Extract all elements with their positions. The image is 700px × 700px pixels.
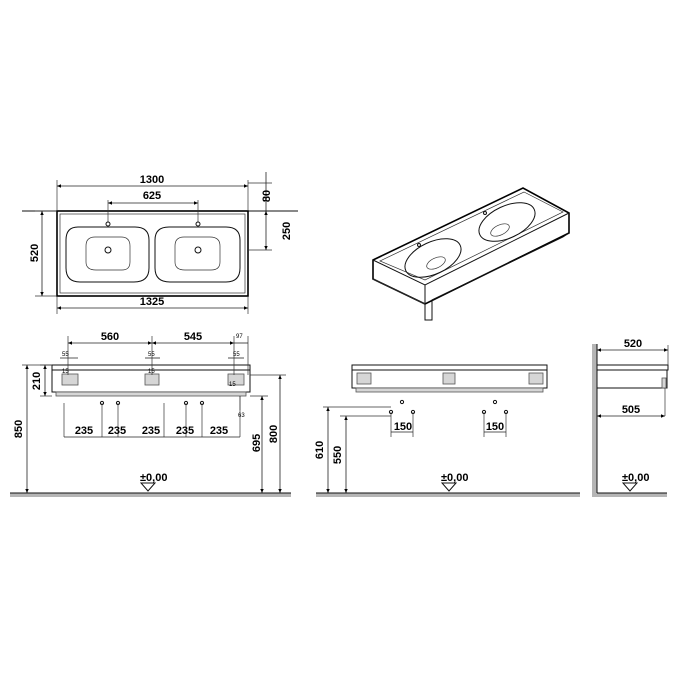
left-bowl-basin (85, 236, 131, 271)
iso-drawer-side (424, 232, 570, 321)
dim-label-bracket-left-a: 55 (62, 352, 69, 358)
floor-level-label: ±0,00 (622, 472, 649, 484)
wall-hatch (592, 344, 597, 497)
dim-label-560: 560 (101, 331, 119, 343)
iso-left-bowl (404, 238, 462, 278)
dim-label-210: 210 (31, 372, 43, 390)
dim-label-235-2: 235 (108, 425, 126, 437)
bracket-center-icon (442, 372, 456, 385)
floor-level-label: ±0,00 (441, 472, 468, 484)
dim-label-235-3: 235 (142, 425, 160, 437)
level-marker-icon (139, 482, 157, 492)
left-drain-icon (104, 246, 112, 254)
dim-label-bracket-center-b: 15 (148, 369, 155, 375)
basin-outline (56, 210, 249, 297)
bracket-right-icon (528, 372, 544, 385)
right-bowl (154, 226, 241, 283)
front-view: 560 545 97 55 15 55 15 55 15 210 63 235 … (10, 331, 291, 497)
dim-label-150-right: 150 (486, 421, 504, 433)
basin-inner-edge (59, 213, 246, 294)
dim-label-235-5: 235 (210, 425, 228, 437)
dim-label-overall-width: 1300 (140, 174, 164, 186)
bracket-left-icon (61, 373, 79, 386)
dim-label-bracket-right-a: 55 (233, 352, 240, 358)
iso-body-outline (372, 187, 570, 305)
dim-label-inner-depth: 505 (622, 404, 640, 416)
dim-label-bracket-center-a: 55 (148, 352, 155, 358)
right-bowl-basin (174, 236, 221, 271)
side-cabinet (596, 369, 668, 389)
iso-right-drain-icon (490, 223, 510, 237)
dim-label-550: 550 (332, 446, 344, 464)
floor-hatch (10, 493, 291, 497)
bracket-right-icon (227, 373, 245, 386)
dim-label-basin-offset: 250 (281, 222, 293, 240)
dim-label-63: 63 (238, 413, 245, 419)
front-drawer-bottom (55, 391, 247, 397)
bracket-center-icon (144, 373, 160, 386)
bracket-left-icon (356, 372, 372, 385)
dim-label-610: 610 (314, 441, 326, 459)
dim-label-695: 695 (251, 434, 263, 452)
side-view: 520 505 ±0,00 (592, 338, 669, 497)
middle-view: 150 150 610 550 ±0,00 (314, 364, 580, 497)
right-drain-icon (194, 246, 202, 254)
iso-right-bowl (478, 202, 536, 242)
dim-label-tap-spacing: 625 (143, 190, 161, 202)
iso-counter-top (379, 191, 564, 281)
dim-label-235-1: 235 (75, 425, 93, 437)
iso-left-drain-icon (426, 256, 446, 270)
middle-top-slab (351, 364, 548, 371)
dim-label-545: 545 (184, 331, 202, 343)
dim-label-800: 800 (268, 425, 280, 443)
dim-label-outer-width: 1325 (140, 296, 164, 308)
dim-label-97: 97 (236, 334, 243, 340)
side-top-slab (596, 364, 669, 371)
isometric-view (372, 187, 570, 321)
dim-label-bracket-right-b: 15 (229, 382, 236, 388)
floor-level-label: ±0,00 (140, 472, 167, 484)
dim-label-235-4: 235 (176, 425, 194, 437)
dim-label-depth: 520 (29, 244, 41, 262)
level-marker-icon (621, 482, 639, 492)
level-marker-icon (440, 482, 458, 492)
dim-label-side-depth: 520 (624, 338, 642, 350)
dim-label-850: 850 (13, 420, 25, 438)
right-tap-hole-icon (195, 221, 201, 227)
top-view: 1300 625 80 250 520 1325 (22, 172, 298, 314)
dim-label-bracket-left-b: 15 (62, 369, 69, 375)
left-bowl (65, 226, 150, 283)
left-tap-hole-icon (105, 221, 111, 227)
dim-label-150-left: 150 (394, 421, 412, 433)
dim-label-rear-setback: 80 (261, 190, 273, 202)
